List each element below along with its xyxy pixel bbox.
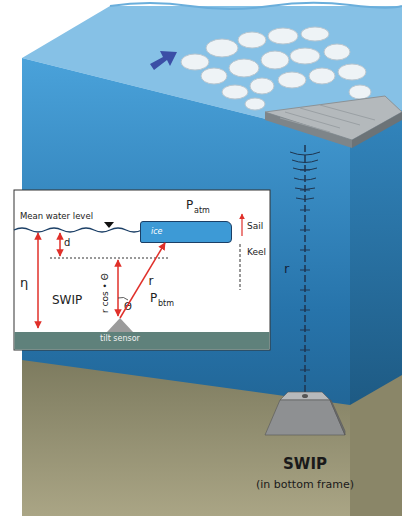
- water-level-label: Mean water level: [20, 212, 93, 221]
- pressure-subscript: btm: [158, 300, 174, 308]
- water-line: [14, 228, 142, 232]
- ice-slab: [265, 96, 402, 140]
- pressure-symbol: P: [186, 199, 193, 211]
- drift-arrow: [150, 51, 177, 70]
- frame-face: [330, 400, 345, 435]
- pressure-subscript: atm: [194, 207, 210, 215]
- range-label: r: [284, 262, 289, 275]
- distance-arrow: [120, 243, 165, 318]
- mooring-cable: [304, 145, 306, 392]
- keel-level-line: [50, 258, 170, 259]
- angle-arc: [118, 297, 128, 300]
- draft-arrow: [59, 233, 61, 256]
- node-title: tilt sensor: [100, 335, 140, 343]
- sensor-triangle: [107, 318, 133, 332]
- inset-seabed: [15, 332, 270, 350]
- node-title: ice: [151, 228, 163, 236]
- frame-face: [265, 400, 345, 435]
- water-side: [350, 110, 402, 516]
- vertical-distance-label: r cos • Θ: [101, 273, 110, 313]
- frame-hole: [302, 394, 308, 398]
- frame-shape: [245, 385, 365, 440]
- node-subtitle: (in bottom frame): [256, 479, 354, 490]
- instrument-label: SWIP: [52, 294, 82, 306]
- seabed-side: [350, 375, 402, 516]
- node-title: SWIP: [283, 457, 327, 472]
- draft-label: d: [64, 238, 70, 248]
- sail-label: Sail: [247, 222, 263, 231]
- pressure-symbol: P: [150, 292, 157, 304]
- acoustic-waves: [290, 152, 320, 200]
- frame-face: [280, 392, 330, 400]
- level-symbol: [104, 222, 114, 228]
- depth-arrow: [37, 233, 39, 328]
- keel-line: [240, 244, 241, 290]
- sail-arrow: [241, 214, 242, 236]
- seabed: [22, 360, 350, 516]
- ice-floes: [181, 27, 371, 110]
- vertical-arrow: [117, 260, 119, 316]
- angle-label: Θ: [124, 302, 132, 312]
- keel-label: Keel: [247, 248, 266, 257]
- edge-label: r: [149, 275, 154, 287]
- sensor-shape: [85, 318, 155, 332]
- inset-panel: [14, 190, 270, 350]
- depth-label: η: [20, 276, 28, 289]
- ice-floe-box: ice: [140, 221, 232, 243]
- tilt-sensor: tilt sensor: [85, 318, 155, 348]
- swip-frame: SWIP (in bottom frame): [245, 385, 365, 515]
